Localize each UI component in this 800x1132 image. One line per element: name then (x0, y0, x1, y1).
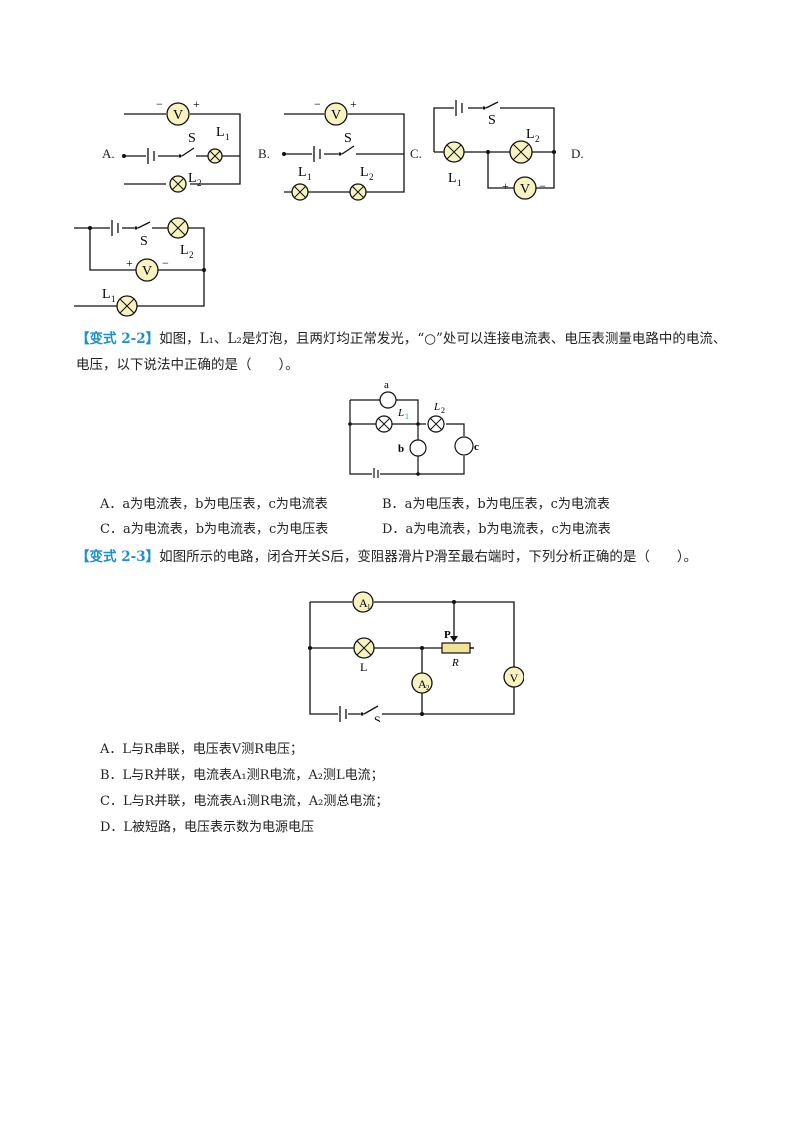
q3-answer-a[interactable]: A．L与R串联，电压表V测R电压； (100, 742, 303, 757)
ammeter-a2 (411, 672, 433, 694)
option-c-label: C. (410, 146, 422, 161)
svg-text:A: A (418, 677, 427, 691)
question-2-tag: 【变式 2-2】 (76, 331, 160, 347)
svg-text:L: L (397, 407, 404, 419)
bulb-icon (116, 295, 138, 317)
svg-text:S: S (140, 234, 148, 249)
svg-text:1: 1 (367, 603, 371, 611)
meter-a (379, 391, 397, 409)
option-a-label: A. (102, 146, 115, 161)
svg-text:c: c (474, 441, 479, 453)
q2-choice-a[interactable]: A．a为电流表，b为电压表，c为电流表 (100, 497, 328, 512)
q2-choice-b[interactable]: B．a为电压表，b为电压表，c为电流表 (382, 497, 610, 512)
bulb-icon (169, 175, 187, 193)
bulb-icon (427, 415, 445, 433)
svg-text:b: b (398, 443, 404, 455)
svg-text:L: L (102, 287, 111, 302)
bulb-icon (375, 415, 393, 433)
svg-text:−: − (156, 97, 163, 111)
svg-text:L: L (360, 660, 367, 674)
svg-text:L: L (188, 171, 197, 186)
svg-text:+: + (126, 256, 133, 270)
svg-text:P: P (444, 629, 451, 641)
svg-text:L: L (360, 165, 369, 180)
q3-answer-c[interactable]: C．L与R并联，电流表A₁测R电流，A₂测总电流； (100, 794, 389, 809)
voltmeter-v (503, 666, 524, 688)
svg-text:L: L (216, 125, 225, 140)
svg-text:A: A (359, 596, 368, 610)
svg-text:−: − (162, 256, 169, 270)
svg-text:V: V (142, 264, 152, 279)
svg-text:S: S (374, 713, 381, 722)
svg-text:S: S (344, 131, 352, 146)
option-d-label: D. (571, 146, 584, 161)
meter-b (409, 439, 427, 457)
meter-c (454, 436, 474, 456)
ammeter-a1 (352, 591, 374, 613)
bulb-icon (353, 637, 375, 659)
svg-text:−: − (314, 97, 321, 111)
rheostat (441, 642, 471, 654)
bulb-icon (291, 183, 309, 201)
svg-text:1: 1 (307, 172, 312, 182)
svg-text:+: + (350, 97, 357, 111)
bulb-icon (207, 148, 223, 164)
svg-text:R: R (451, 657, 459, 669)
svg-text:L: L (526, 127, 535, 142)
bulb-icon (167, 217, 189, 239)
svg-text:1: 1 (111, 294, 116, 304)
svg-text:L: L (298, 165, 307, 180)
svg-text:2: 2 (197, 178, 202, 188)
q2-choice-d[interactable]: D．a为电流表，b为电流表，c为电流表 (382, 522, 611, 537)
svg-text:−: − (539, 179, 546, 193)
svg-text:S: S (488, 113, 496, 128)
svg-text:2: 2 (189, 250, 194, 260)
question-3-stem: 【变式 2-3】如图所示的电路，闭合开关S后，变阻器滑片P滑至最右端时，下列分析… (76, 549, 698, 565)
q3-answer-b[interactable]: B．L与R并联，电流表A₁测R电流，A₂测L电流； (100, 768, 384, 783)
bulb-icon (349, 183, 367, 201)
svg-text:V: V (520, 182, 530, 197)
question-2-stem: 【变式 2-2】如图，L₁、L₂是灯泡，且两灯均正常发光，“○”处可以连接电流表… (76, 331, 727, 373)
svg-text:L: L (448, 171, 457, 186)
bulb-icon (509, 140, 533, 164)
svg-text:1: 1 (457, 178, 462, 188)
svg-text:1: 1 (225, 132, 230, 142)
svg-text:2: 2 (441, 406, 445, 415)
svg-text:S: S (188, 131, 196, 146)
svg-text:V: V (331, 108, 341, 123)
option-b-label: B. (258, 146, 270, 161)
svg-text:V: V (510, 671, 519, 685)
q3-answer-d[interactable]: D．L被短路，电压表示数为电源电压 (100, 820, 315, 835)
svg-text:L: L (180, 243, 189, 258)
svg-text:2: 2 (426, 684, 430, 692)
svg-text:+: + (193, 97, 200, 111)
voltmeter-label: V (173, 108, 183, 123)
svg-text:L: L (433, 401, 440, 413)
svg-text:2: 2 (535, 134, 540, 144)
svg-text:+: + (502, 179, 509, 193)
svg-text:2: 2 (369, 172, 374, 182)
svg-text:a: a (384, 379, 389, 391)
bulb-icon (443, 141, 465, 163)
q2-choice-c[interactable]: C．a为电流表，b为电流表，c为电压表 (100, 522, 329, 537)
question-3-tag: 【变式 2-3】 (76, 549, 160, 565)
svg-text:1: 1 (405, 412, 409, 421)
